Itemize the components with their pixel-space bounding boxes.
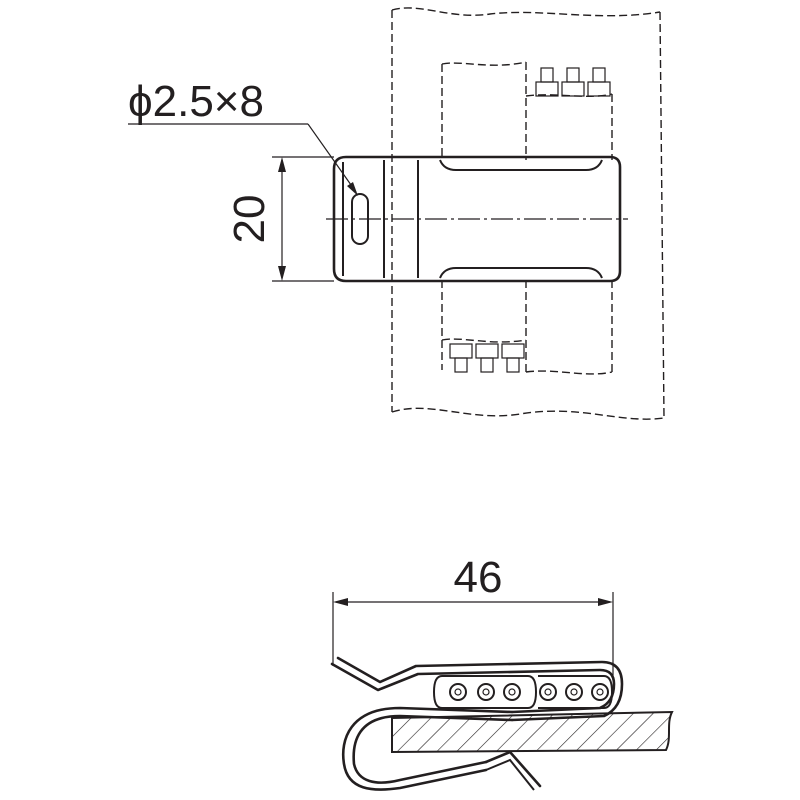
width-dimension-label: 46	[454, 553, 503, 602]
hole-callout: ϕ2.5×8	[128, 77, 358, 196]
flat-cable-upper	[441, 61, 613, 160]
connector-pins-bottom	[449, 343, 525, 373]
panel-section	[391, 710, 674, 754]
width-dimension: 46	[332, 553, 614, 680]
height-dimension-label: 20	[225, 195, 274, 244]
flat-cable-lower	[441, 280, 613, 375]
clip-spring	[330, 656, 624, 791]
panel-outline	[391, 7, 665, 420]
clip-body	[332, 155, 622, 283]
connector-pins-top	[535, 67, 611, 97]
top-view: 20 ϕ2.5×8	[128, 7, 665, 420]
hole-callout-label: ϕ2.5×8	[128, 77, 264, 126]
side-view: 46	[330, 553, 674, 791]
height-dimension: 20	[225, 156, 334, 282]
